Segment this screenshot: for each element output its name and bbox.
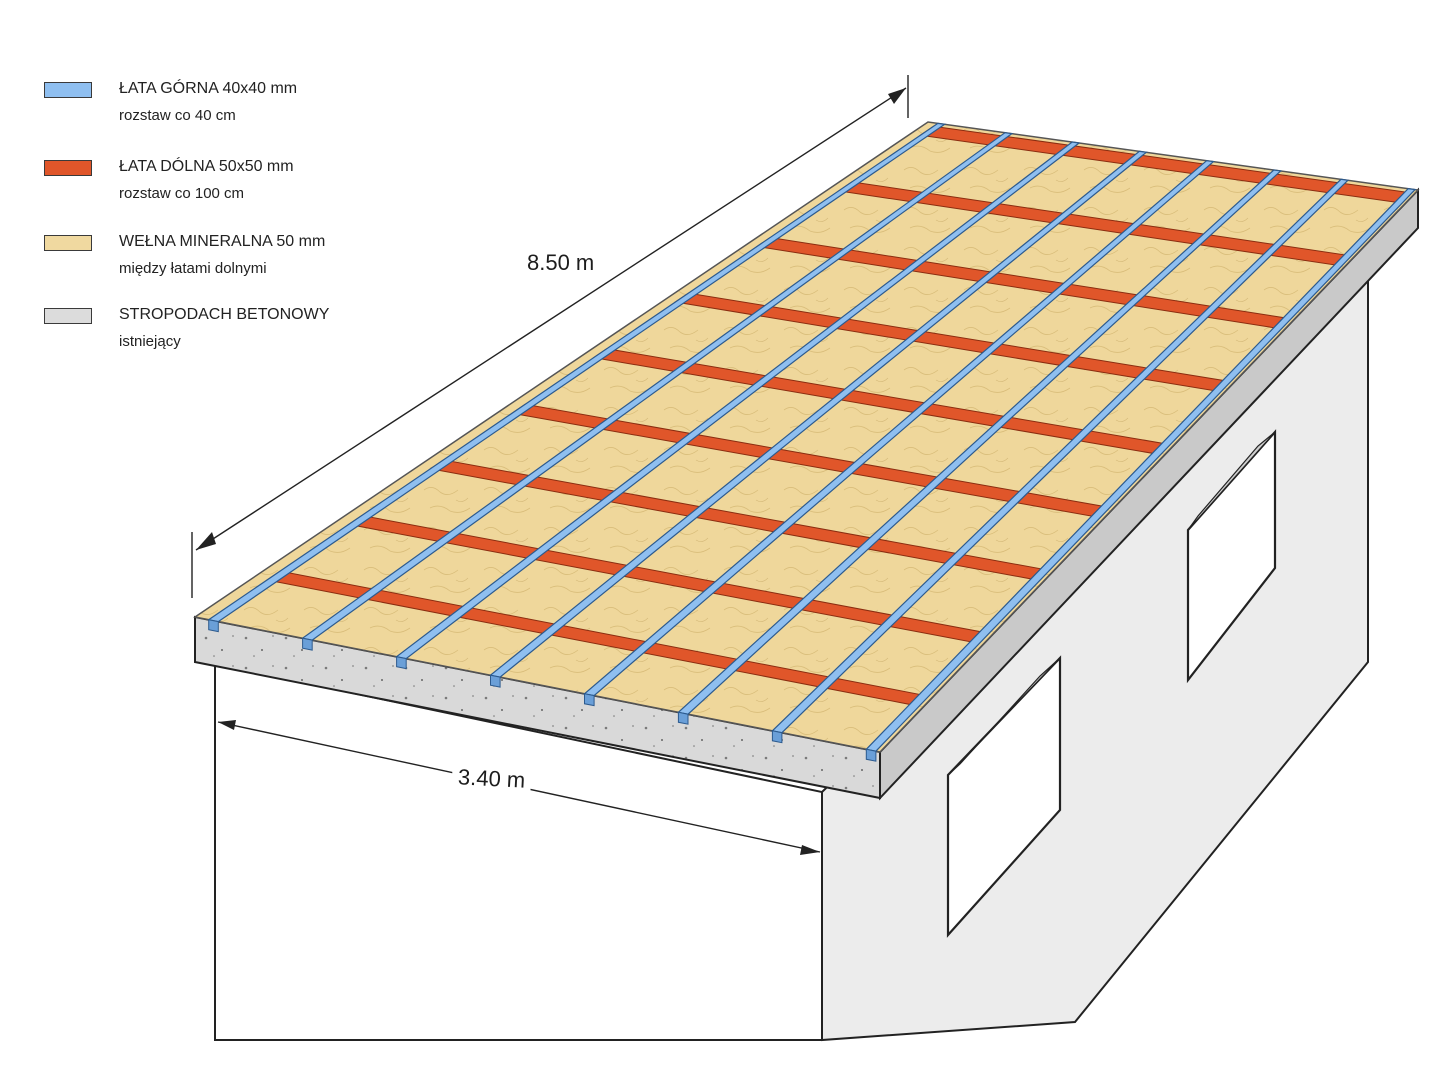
wool-swatch-icon	[44, 235, 92, 251]
mineral-wool-layer	[193, 121, 1420, 753]
upper-batten-end	[771, 730, 783, 744]
building-walls	[214, 265, 1369, 1042]
length-dimension-line	[195, 87, 907, 551]
upper-battens-group	[207, 122, 1417, 762]
legend-title: ŁATA GÓRNA 40x40 mm	[119, 80, 298, 97]
upper-batten-end	[677, 711, 689, 725]
blue-batten-swatch-icon	[44, 82, 92, 98]
upper-batten-end	[396, 656, 407, 670]
legend-subtitle: rozstaw co 40 cm	[119, 107, 236, 124]
window-front-side-reveal	[947, 657, 1061, 776]
orange-batten-swatch-icon	[44, 160, 92, 176]
arrow-head-icon	[218, 720, 236, 730]
upper-batten-end	[865, 748, 877, 762]
legend-title: STROPODACH BETONOWY	[119, 306, 330, 323]
legend-subtitle: istniejący	[119, 333, 181, 350]
arrow-head-icon	[800, 845, 820, 855]
legend-subtitle: rozstaw co 100 cm	[119, 185, 245, 202]
width-dimension-label: 3.40 m	[451, 763, 532, 795]
legend-title: WEŁNA MINERALNA 50 mm	[119, 233, 326, 250]
upper-batten-end	[490, 674, 501, 688]
upper-batten-end	[302, 637, 313, 651]
legend-title: ŁATA DÓLNA 50x50 mm	[119, 158, 294, 175]
length-dimension-label: 8.50 m	[527, 250, 595, 275]
concrete-swatch-icon	[44, 308, 92, 324]
window-rear-side-reveal	[1187, 431, 1276, 531]
upper-batten-end	[208, 619, 219, 633]
legend-subtitle: między łatami dolnymi	[119, 260, 267, 277]
lower-battens-group	[265, 125, 1406, 705]
upper-batten-end	[584, 693, 595, 707]
arrow-head-icon	[196, 532, 216, 550]
arrow-head-icon	[888, 88, 906, 104]
length-dimension	[191, 75, 909, 598]
